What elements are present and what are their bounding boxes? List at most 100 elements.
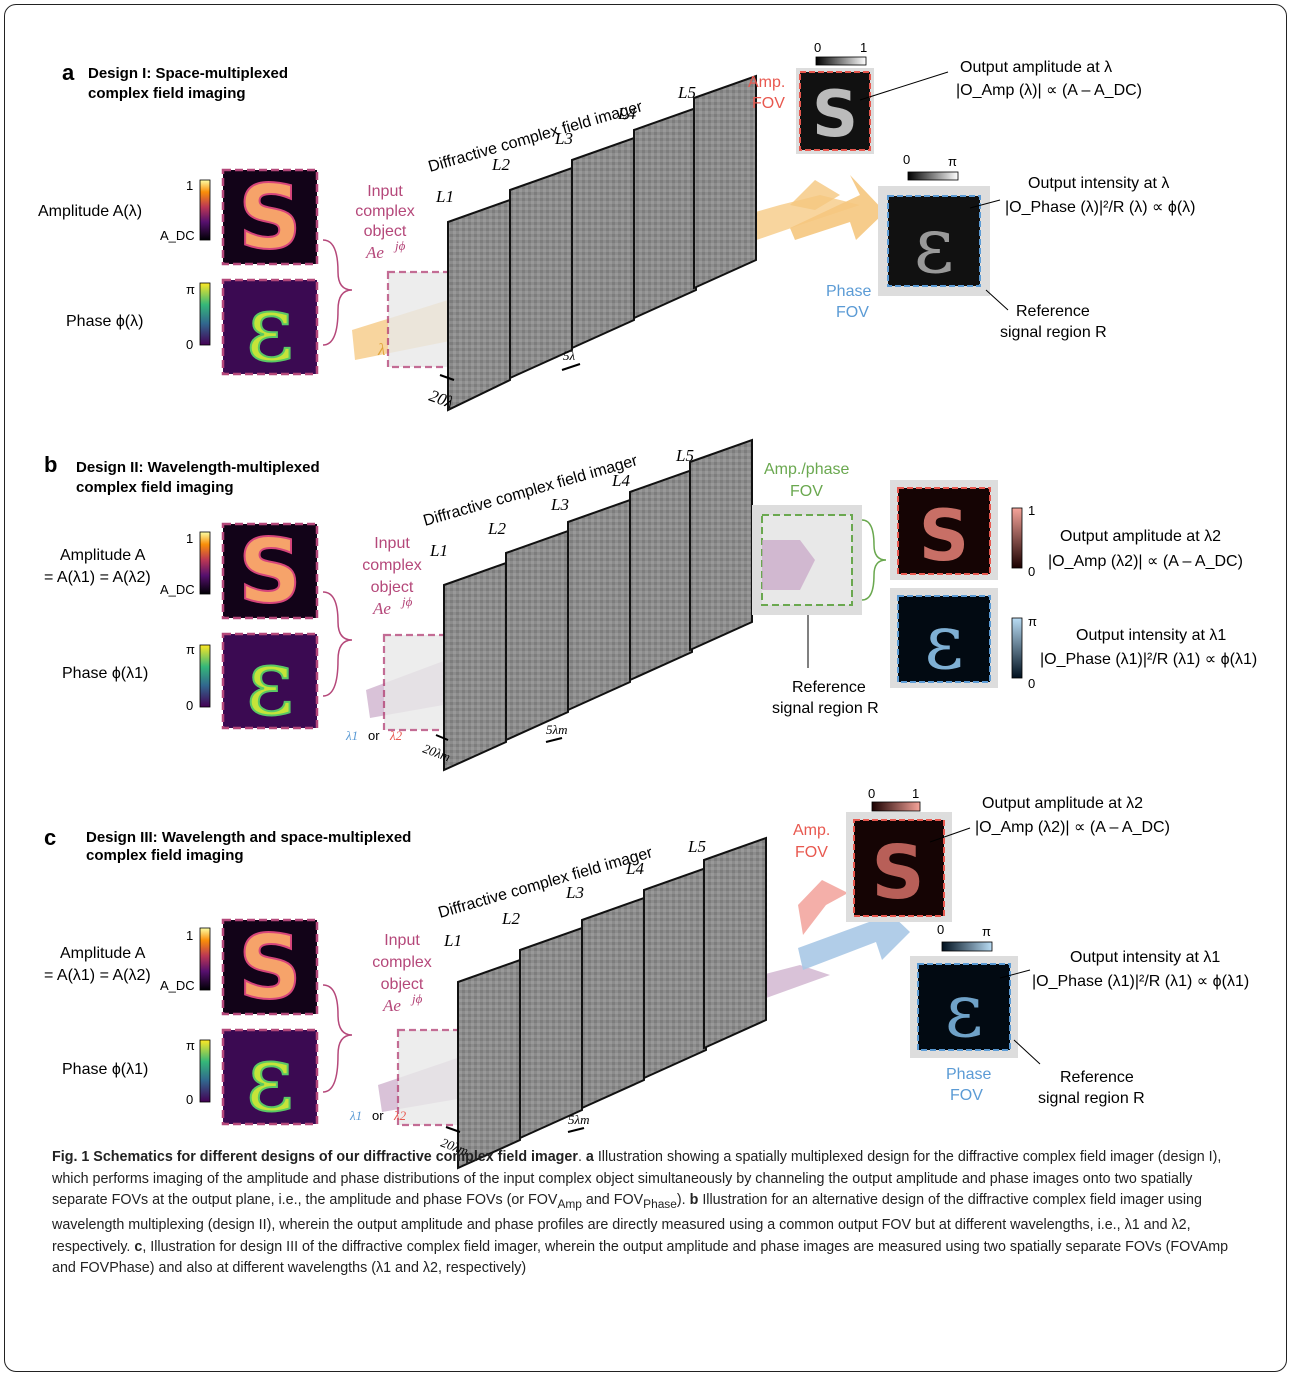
panel-c-layer-3: L3 bbox=[565, 883, 584, 902]
panel-b-amplitude-label-1: Amplitude A bbox=[60, 547, 146, 564]
panel-b-amp-scale-min: A_DC bbox=[160, 582, 195, 597]
panel-a-input-2: complex bbox=[355, 203, 415, 220]
svg-text:S: S bbox=[238, 916, 301, 1019]
panel-c-ref-leader bbox=[1013, 1039, 1041, 1065]
panel-a-phase-scale-min: 0 bbox=[186, 337, 193, 352]
panel-a-scalebar-2-label: 5λ bbox=[563, 348, 576, 363]
caption-c: c bbox=[134, 1238, 143, 1255]
panel-c-phase-label: Phase ϕ(λ1) bbox=[62, 1061, 148, 1078]
caption-b: b bbox=[689, 1192, 699, 1208]
svg-text:ε: ε bbox=[924, 597, 963, 686]
panel-c-layer-2: L2 bbox=[501, 909, 520, 928]
panel-c-illum-or: or bbox=[372, 1108, 384, 1123]
panel-a-out-int-eq: |O_Phase (λ)|²/R (λ) ∝ ϕ(λ) bbox=[1005, 199, 1196, 216]
panel-b-scalebar-2 bbox=[545, 737, 563, 743]
panel-c-out-amp-title: Output amplitude at λ2 bbox=[982, 795, 1143, 812]
panel-b-amp-output-image: S bbox=[890, 480, 998, 580]
panel-b-amp-scale-max: 1 bbox=[186, 531, 193, 546]
panel-b-phase-scale-max: π bbox=[186, 642, 195, 657]
panel-c-out-amp-eq: |O_Amp (λ2)| ∝ (A – A_DC) bbox=[975, 819, 1170, 836]
panel-b-input-2: complex bbox=[362, 557, 422, 574]
panel-c-phase-leader bbox=[999, 969, 1031, 979]
panel-a-layer-2: L2 bbox=[491, 155, 510, 174]
panel-a-amp-leader bbox=[859, 71, 949, 101]
panel-b-reference-2: signal region R bbox=[772, 700, 879, 717]
panel-a-reference-2: signal region R bbox=[1000, 324, 1107, 341]
panel-b-phase-image: ε bbox=[221, 628, 319, 737]
panel-a-illumination: λ bbox=[377, 340, 385, 359]
svg-text:ε: ε bbox=[914, 201, 954, 291]
panel-b-phase-output-image: ε bbox=[890, 588, 998, 688]
panel-a-phase-fov-2: FOV bbox=[836, 304, 869, 321]
svg-text:S: S bbox=[238, 166, 301, 269]
panel-b-amp-colorbar bbox=[199, 531, 211, 595]
panel-c: c Design III: Wavelength and space-multi… bbox=[44, 786, 1249, 1170]
panel-b-out-int-title: Output intensity at λ1 bbox=[1076, 627, 1226, 644]
panel-b-common-fov-1: Amp./phase bbox=[764, 461, 849, 478]
panel-c-amplitude-label-2: = A(λ1) = A(λ2) bbox=[44, 967, 151, 984]
panel-a-title-1: Design I: Space-multiplexed bbox=[88, 65, 288, 82]
panel-a-phase-label: Phase ϕ(λ) bbox=[66, 313, 143, 330]
caption-a-end: ). bbox=[676, 1192, 690, 1208]
panel-c-amp-leader bbox=[929, 827, 971, 843]
figure-caption: Fig. 1 Schematics for different designs … bbox=[52, 1149, 1229, 1277]
svg-text:S: S bbox=[871, 830, 924, 916]
panel-b-phase-cb-max: π bbox=[1028, 614, 1037, 629]
panel-c-layers bbox=[457, 836, 767, 1170]
svg-text:ε: ε bbox=[246, 275, 294, 382]
panel-a-phase-image: ε bbox=[221, 274, 319, 383]
caption-a-sub2: Phase bbox=[643, 1196, 677, 1211]
panel-b-illum-2: λ2 bbox=[389, 728, 403, 743]
panel-c-amp-cb-max: 1 bbox=[912, 786, 919, 801]
panel-c-phase-scale-min: 0 bbox=[186, 1092, 193, 1107]
caption-a-mid: and FOV bbox=[581, 1192, 644, 1208]
panel-a-amp-fov-2: FOV bbox=[752, 95, 785, 112]
panel-c-phase-scale-max: π bbox=[186, 1038, 195, 1053]
panel-c-amp-scale-min: A_DC bbox=[160, 978, 195, 993]
panel-b-amp-cb-min: 0 bbox=[1028, 564, 1035, 579]
panel-c-reference-2: signal region R bbox=[1038, 1090, 1145, 1107]
panel-a-out-int-title: Output intensity at λ bbox=[1028, 175, 1169, 192]
caption-a-sub1: Amp bbox=[557, 1196, 582, 1211]
panel-b-layer-1: L1 bbox=[429, 541, 448, 560]
panel-a-reference-1: Reference bbox=[1016, 303, 1090, 320]
panel-a-phase-output-image: ε bbox=[878, 186, 990, 296]
panel-a-amp-colorbar bbox=[199, 179, 211, 241]
panel-a: a Design I: Space-multiplexed complex fi… bbox=[38, 40, 1196, 412]
panel-c-out-int-eq: |O_Phase (λ1)|²/R (λ1) ∝ ϕ(λ1) bbox=[1032, 973, 1249, 990]
panel-b-input-1: Input bbox=[374, 535, 410, 552]
panel-c-amplitude-label-1: Amplitude A bbox=[60, 945, 146, 962]
panel-b-layer-4: L4 bbox=[611, 471, 630, 490]
panel-c-phase-cb-min: 0 bbox=[937, 922, 944, 937]
caption-a: a bbox=[585, 1149, 594, 1165]
panel-c-amp-output-image: S bbox=[846, 812, 952, 922]
panel-b-layer-5: L5 bbox=[675, 446, 694, 465]
panel-a-phase-scale-max: π bbox=[186, 282, 195, 297]
panel-b-input-3: object bbox=[371, 579, 414, 596]
panel-a-ref-leader bbox=[985, 289, 1009, 311]
panel-a-out-amp-eq: |O_Amp (λ)| ∝ (A – A_DC) bbox=[956, 82, 1142, 99]
panel-a-layer-5: L5 bbox=[677, 83, 696, 102]
panel-a-title-2: complex field imaging bbox=[88, 85, 246, 102]
panel-b-common-fov-2: FOV bbox=[790, 483, 823, 500]
panel-b-beam-in-fov bbox=[762, 540, 815, 590]
panel-c-brace bbox=[322, 984, 353, 1093]
panel-a-input-exp: jϕ bbox=[393, 238, 406, 253]
panel-c-amp-cb-min: 0 bbox=[868, 786, 875, 801]
panel-b-phase-label: Phase ϕ(λ1) bbox=[62, 665, 148, 682]
panel-c-amp-fov-2: FOV bbox=[795, 844, 828, 861]
panel-c-scalebar-2-label: 5λm bbox=[568, 1112, 590, 1127]
panel-a-layer-4: L4 bbox=[617, 104, 636, 123]
panel-a-amp-cb-min: 0 bbox=[814, 40, 821, 55]
panel-b-amplitude-label-2: = A(λ1) = A(λ2) bbox=[44, 569, 151, 586]
panel-b-scalebar-1 bbox=[435, 734, 449, 741]
panel-a-amp-out-colorbar bbox=[815, 56, 867, 66]
panel-a-amp-cb-max: 1 bbox=[860, 40, 867, 55]
panel-a-brace bbox=[322, 239, 353, 346]
svg-text:S: S bbox=[812, 78, 858, 152]
panel-c-out-int-title: Output intensity at λ1 bbox=[1070, 949, 1220, 966]
panel-c-reference-1: Reference bbox=[1060, 1069, 1134, 1086]
caption-b-text: Illustration for an alternative design o… bbox=[52, 1192, 1202, 1255]
panel-b-layer-2: L2 bbox=[487, 519, 506, 538]
